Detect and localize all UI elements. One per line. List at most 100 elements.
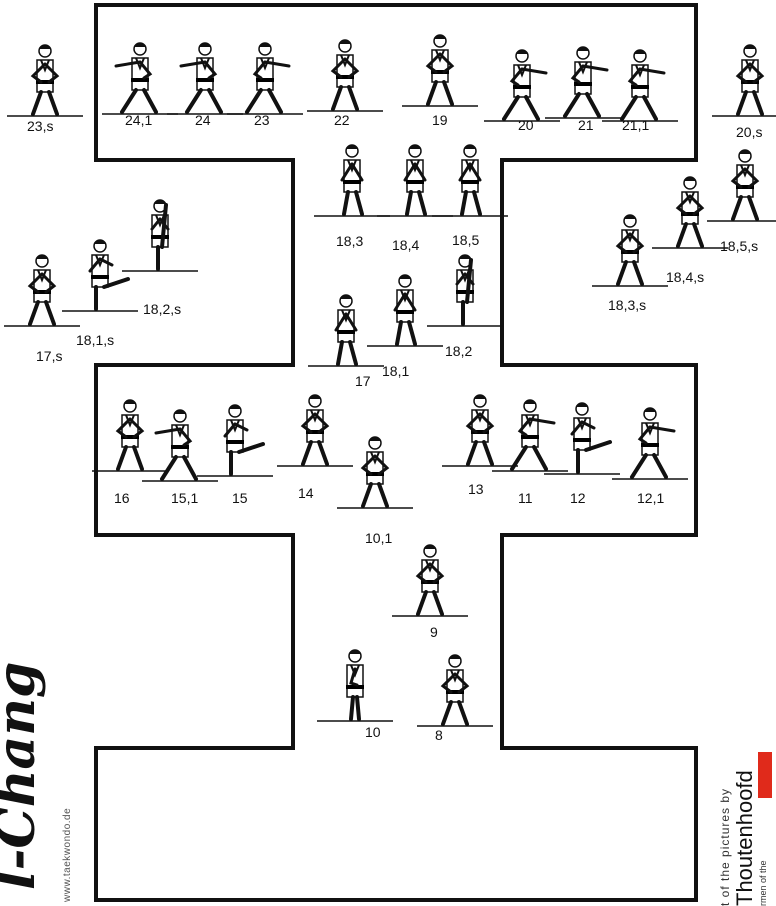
figure-drawing xyxy=(435,250,495,330)
move-label: 10,1 xyxy=(365,530,392,546)
hair xyxy=(576,403,588,407)
hair xyxy=(174,410,186,414)
figure-drawing xyxy=(175,38,235,118)
figure-drawing xyxy=(375,270,435,350)
figure-drawing xyxy=(130,195,190,275)
figure-drawing xyxy=(322,140,382,220)
move-figure xyxy=(440,140,500,220)
figure-drawing xyxy=(345,432,405,512)
move-label: 18,5 xyxy=(452,232,479,248)
legs xyxy=(407,192,425,214)
figure-drawing xyxy=(600,210,660,290)
belt xyxy=(406,180,424,184)
move-label: 20,s xyxy=(736,124,762,140)
legs xyxy=(338,342,356,364)
red-accent-bar xyxy=(758,752,772,798)
move-figure xyxy=(610,45,670,125)
belt xyxy=(91,275,109,279)
move-label: 18,1,s xyxy=(76,332,114,348)
figure-drawing xyxy=(315,35,375,115)
legs xyxy=(565,94,599,116)
belt xyxy=(396,310,414,314)
move-figure xyxy=(315,35,375,115)
move-figure xyxy=(660,172,720,252)
hair xyxy=(39,45,51,49)
legs xyxy=(162,457,196,479)
figure-drawing xyxy=(440,140,500,220)
move-figure xyxy=(500,395,560,475)
figure-drawing xyxy=(620,403,680,483)
move-figure xyxy=(130,195,190,275)
figure-drawing xyxy=(12,250,72,330)
move-figure xyxy=(400,540,460,620)
hair xyxy=(134,43,146,47)
belt xyxy=(456,290,474,294)
legs xyxy=(622,97,656,119)
belt xyxy=(196,78,214,82)
hair xyxy=(349,650,361,654)
hair xyxy=(744,45,756,49)
hair xyxy=(36,255,48,259)
move-figure xyxy=(316,290,376,370)
move-label: 9 xyxy=(430,624,438,640)
move-label: 23,s xyxy=(27,118,53,134)
hair xyxy=(474,395,486,399)
legs xyxy=(462,192,480,214)
figure-drawing xyxy=(316,290,376,370)
move-figure xyxy=(70,235,130,315)
legs xyxy=(333,87,357,109)
figure-drawing xyxy=(500,395,560,475)
move-label: 18,5,s xyxy=(720,238,758,254)
hair xyxy=(346,145,358,149)
move-figure xyxy=(110,38,170,118)
credit-line-2: Thoutenhoofd xyxy=(732,770,758,906)
figure-drawing xyxy=(720,40,776,120)
move-label: 13 xyxy=(468,481,484,497)
move-label: 8 xyxy=(435,727,443,743)
hair xyxy=(199,43,211,47)
hair xyxy=(644,408,656,412)
belt xyxy=(631,85,649,89)
legs xyxy=(428,82,452,104)
legs xyxy=(618,262,642,284)
hair xyxy=(739,150,751,154)
move-label: 18,2 xyxy=(445,343,472,359)
figure-drawing xyxy=(205,400,265,480)
hair xyxy=(516,50,528,54)
legs xyxy=(512,447,546,469)
legs xyxy=(122,90,156,112)
legs xyxy=(443,702,467,724)
move-label: 18,2,s xyxy=(143,301,181,317)
move-figure xyxy=(325,645,385,725)
move-figure xyxy=(235,38,295,118)
belt xyxy=(226,440,244,444)
figure-drawing xyxy=(400,540,460,620)
move-label: 12 xyxy=(570,490,586,506)
move-label: 18,3 xyxy=(336,233,363,249)
figure-drawing xyxy=(235,38,295,118)
move-figure xyxy=(492,45,552,125)
figure-drawing xyxy=(70,235,130,315)
move-figure xyxy=(175,38,235,118)
legs xyxy=(504,97,538,119)
hair xyxy=(459,255,471,259)
belt xyxy=(461,180,479,184)
figure-drawing xyxy=(610,45,670,125)
figure-drawing xyxy=(325,645,385,725)
figure-drawing xyxy=(715,145,775,225)
move-figure xyxy=(435,250,495,330)
belt xyxy=(151,235,169,239)
hair xyxy=(124,400,136,404)
hair xyxy=(154,200,166,204)
legs xyxy=(632,455,666,477)
legs xyxy=(33,92,57,114)
belt xyxy=(641,443,659,447)
legs xyxy=(363,484,387,506)
hair xyxy=(340,295,352,299)
credit-line-1: t of the pictures by xyxy=(718,770,732,906)
hair xyxy=(309,395,321,399)
move-label: 20 xyxy=(518,117,534,133)
move-label: 23 xyxy=(254,112,270,128)
legs xyxy=(678,224,702,246)
hair xyxy=(524,400,536,404)
